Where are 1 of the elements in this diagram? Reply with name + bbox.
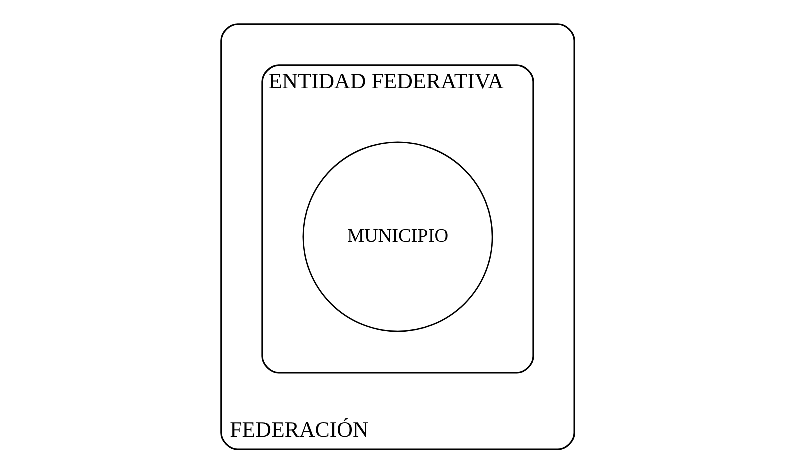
node-circle: MUNICIPIO — [302, 142, 494, 332]
